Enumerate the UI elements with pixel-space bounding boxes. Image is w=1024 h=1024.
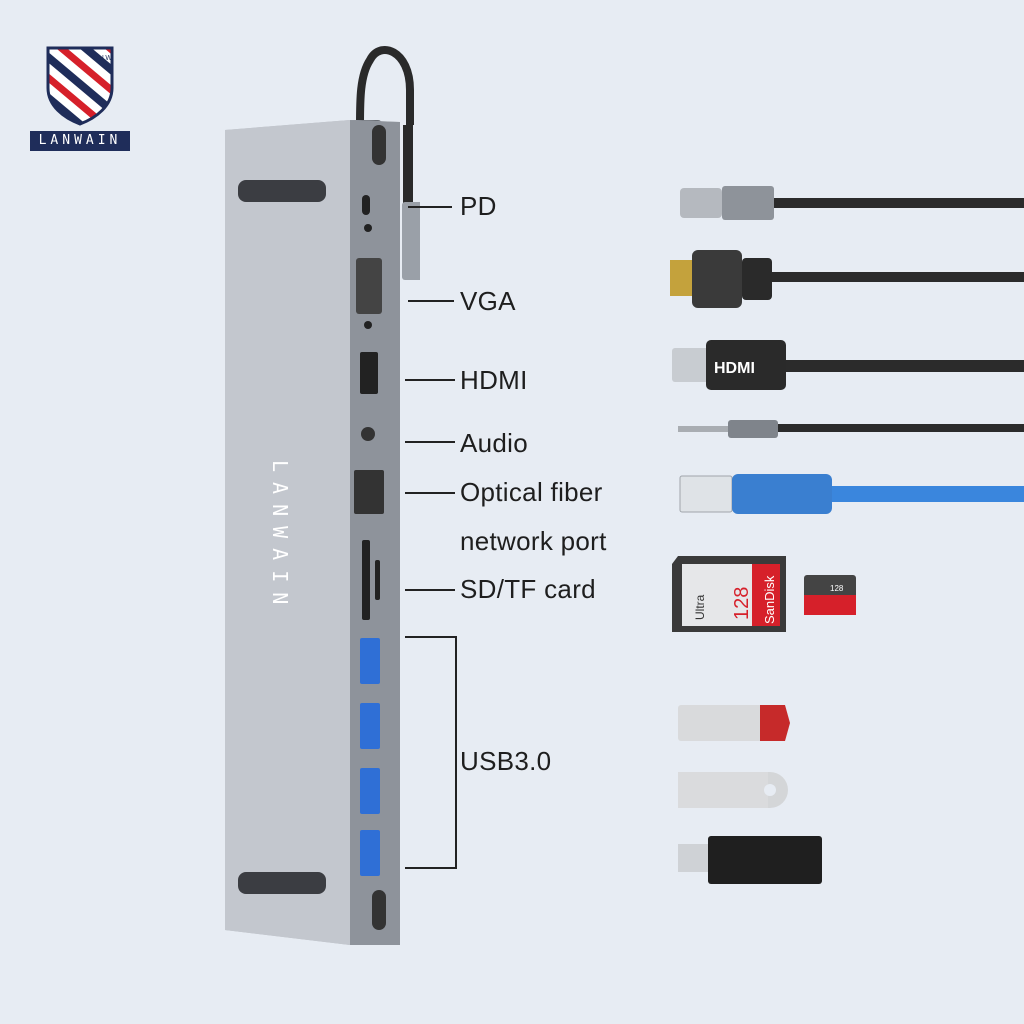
hdmi-cable: HDMI	[672, 340, 1024, 390]
label-pd: PD	[460, 191, 497, 221]
hub-brand-text: LANWAIN	[268, 460, 292, 615]
audio-cable	[678, 420, 1024, 438]
usb-bracket	[455, 636, 457, 869]
sd-line: Ultra	[693, 594, 707, 620]
label-usb3: USB3.0	[460, 746, 552, 776]
usb-bracket-bottom	[405, 867, 457, 869]
lanwain-shield-logo: LW	[46, 46, 114, 126]
pd-leader	[408, 206, 452, 208]
usb-flash-drive-2	[678, 772, 788, 808]
hub-cable	[356, 46, 414, 126]
logo-wordmark: LANWAIN	[30, 131, 130, 151]
hdmi-leader	[405, 379, 455, 381]
label-optical-fiber: Optical fiber	[460, 477, 603, 507]
accessories-image: HDMI SanDisk 128 Ultra 128	[670, 186, 1024, 884]
vga-leader	[408, 300, 454, 302]
ethernet-cable	[679, 474, 1024, 514]
usb-c-cable	[680, 186, 1024, 220]
sd-brand: SanDisk	[762, 575, 777, 624]
label-network-port: network port	[460, 526, 607, 556]
usb-flash-drive-1	[678, 705, 790, 741]
hub-ports	[354, 195, 384, 876]
label-audio: Audio	[460, 428, 528, 458]
sd-capacity: 128	[731, 587, 753, 620]
usb-c-hub-image	[225, 46, 420, 945]
rubber-foot	[238, 872, 326, 894]
label-hdmi: HDMI	[460, 365, 528, 395]
sd-card: SanDisk 128 Ultra	[672, 556, 786, 632]
pd-plug	[402, 202, 420, 280]
label-sd-tf-card: SD/TF card	[460, 574, 596, 604]
logo-badge: LW	[102, 55, 112, 62]
micro-sd-capacity: 128	[830, 584, 844, 593]
rubber-foot	[238, 180, 326, 202]
usb-flash-drive-3	[678, 836, 822, 884]
sd-leader	[405, 589, 455, 591]
micro-sd-card: 128	[804, 575, 856, 615]
vga-cable	[670, 250, 1024, 308]
usb-bracket-top	[405, 636, 457, 638]
label-vga: VGA	[460, 286, 516, 316]
hdmi-plug-text: HDMI	[714, 360, 755, 377]
audio-leader	[405, 441, 455, 443]
network-leader	[405, 492, 455, 494]
